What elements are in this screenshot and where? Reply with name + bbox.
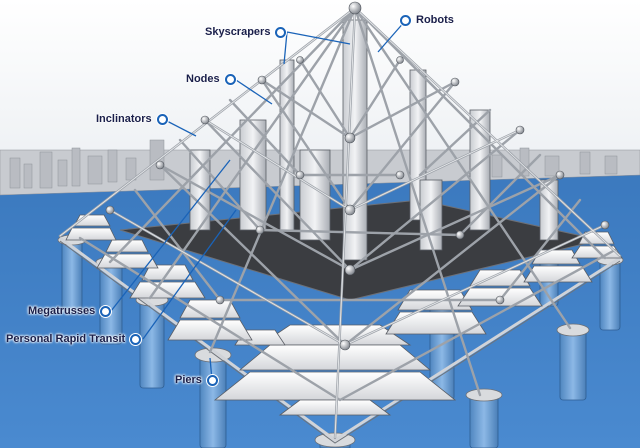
callout-inclinators-label: Inclinators: [96, 113, 152, 125]
callout-megatrusses: Megatrusses: [28, 303, 112, 319]
callout-marker-icon: [156, 113, 168, 125]
callout-marker-icon: [206, 374, 218, 386]
callout-skyscrapers: Skyscrapers: [205, 24, 287, 40]
callout-piers: Piers: [175, 372, 218, 388]
callout-personal-rapid-transit: Personal Rapid Transit: [6, 331, 142, 347]
callout-marker-icon: [400, 14, 411, 26]
sky: [0, 0, 640, 160]
callout-nodes-label: Nodes: [186, 73, 220, 85]
callout-inclinators: Inclinators: [96, 111, 168, 127]
callout-nodes: Nodes: [186, 71, 236, 87]
callout-robots-label: Robots: [416, 14, 454, 26]
callout-marker-icon: [100, 305, 112, 317]
truss-nodes: [105, 1, 610, 351]
callout-marker-icon: [130, 333, 142, 345]
callout-leader-lines: [110, 19, 407, 381]
perimeter-rails: [59, 236, 621, 442]
callout-marker-icon: [275, 26, 287, 38]
callout-marker-icon: [224, 73, 236, 85]
callout-robots: Robots: [400, 12, 454, 28]
callout-personal-rapid-transit-label: Personal Rapid Transit: [6, 333, 126, 345]
callout-piers-label: Piers: [175, 374, 202, 386]
callout-skyscrapers-label: Skyscrapers: [205, 26, 271, 38]
callout-megatrusses-label: Megatrusses: [28, 305, 96, 317]
